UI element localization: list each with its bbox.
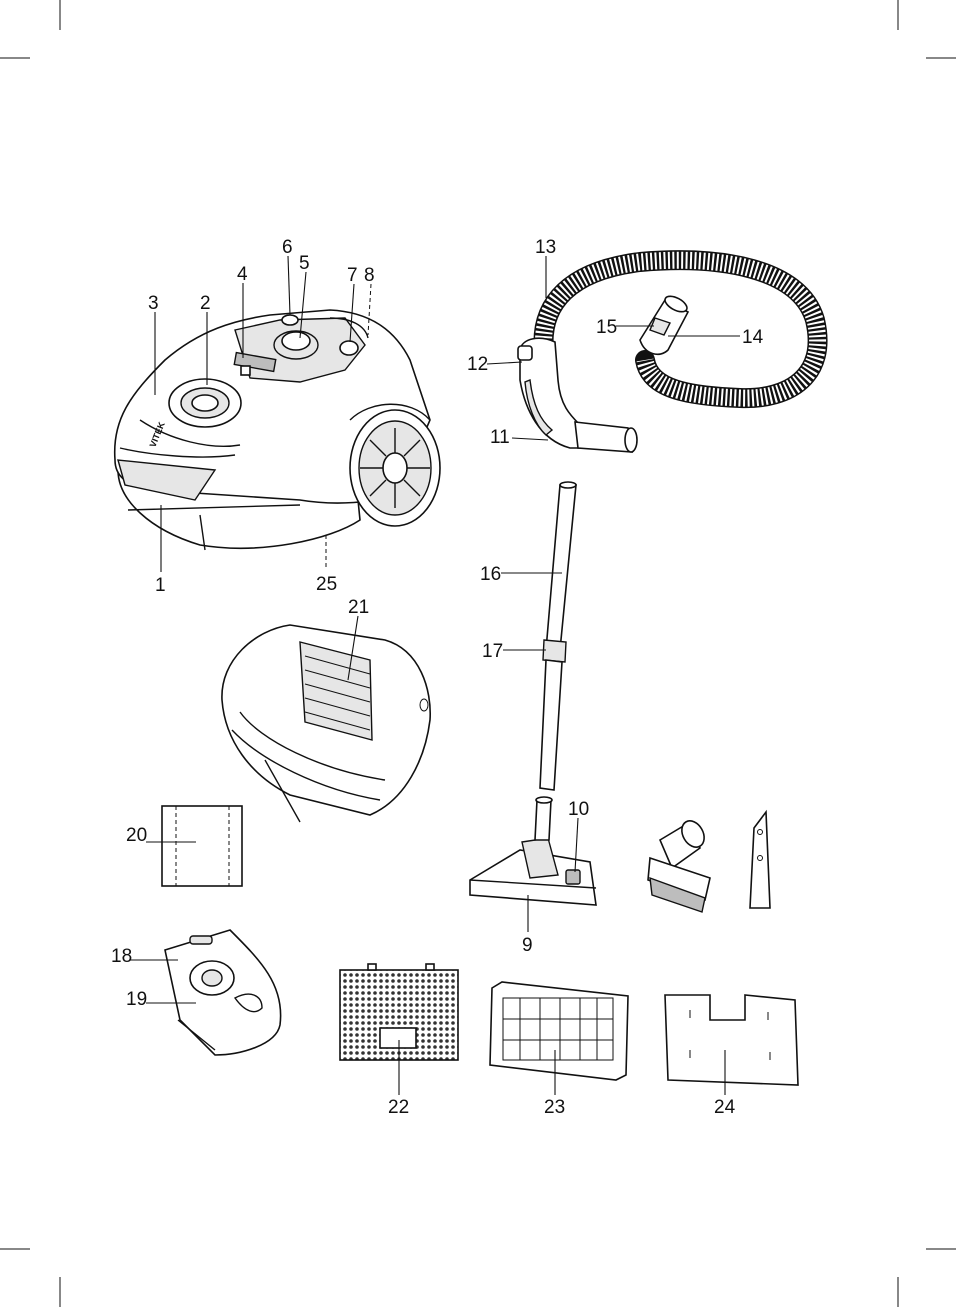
bag-holder	[164, 929, 282, 1056]
callout-1: 1	[155, 575, 166, 596]
dusting-brush	[647, 820, 711, 913]
dust-compartment	[221, 624, 431, 823]
hepa-filter	[489, 981, 629, 1081]
callout-25: 25	[316, 574, 337, 595]
callout-24: 24	[714, 1097, 736, 1118]
callout-14: 14	[742, 327, 764, 348]
callout-labels: 1 2 3 4 5 6 7 8 9 10 11 12 13 14 15 16 1…	[111, 237, 764, 1118]
callout-13: 13	[535, 237, 556, 258]
foam-filter	[664, 994, 799, 1086]
telescopic-tube	[539, 481, 577, 791]
callout-10: 10	[568, 799, 589, 820]
callout-16: 16	[480, 564, 501, 585]
callout-4: 4	[237, 264, 248, 285]
callout-18: 18	[111, 946, 132, 967]
leader-lines	[130, 255, 740, 1095]
callout-19: 19	[126, 989, 147, 1010]
callout-3: 3	[148, 293, 159, 314]
crevice-nozzle	[749, 809, 771, 909]
callout-20: 20	[126, 825, 147, 846]
callout-23: 23	[544, 1097, 565, 1118]
floor-nozzle	[469, 796, 597, 906]
vacuum-body: VITEK	[113, 309, 441, 551]
callout-17: 17	[482, 641, 503, 662]
callout-6: 6	[282, 237, 293, 258]
callout-8: 8	[364, 265, 375, 286]
dust-bag	[161, 805, 243, 887]
callout-15: 15	[596, 317, 617, 338]
hose-assembly	[517, 250, 828, 453]
callout-7: 7	[347, 265, 358, 286]
callout-22: 22	[388, 1097, 409, 1118]
callout-5: 5	[299, 253, 310, 274]
callout-21: 21	[348, 597, 369, 618]
callout-9: 9	[522, 935, 533, 956]
callout-12: 12	[467, 354, 488, 375]
power-button	[240, 365, 251, 376]
callout-11: 11	[490, 427, 510, 448]
callout-2: 2	[200, 293, 211, 314]
